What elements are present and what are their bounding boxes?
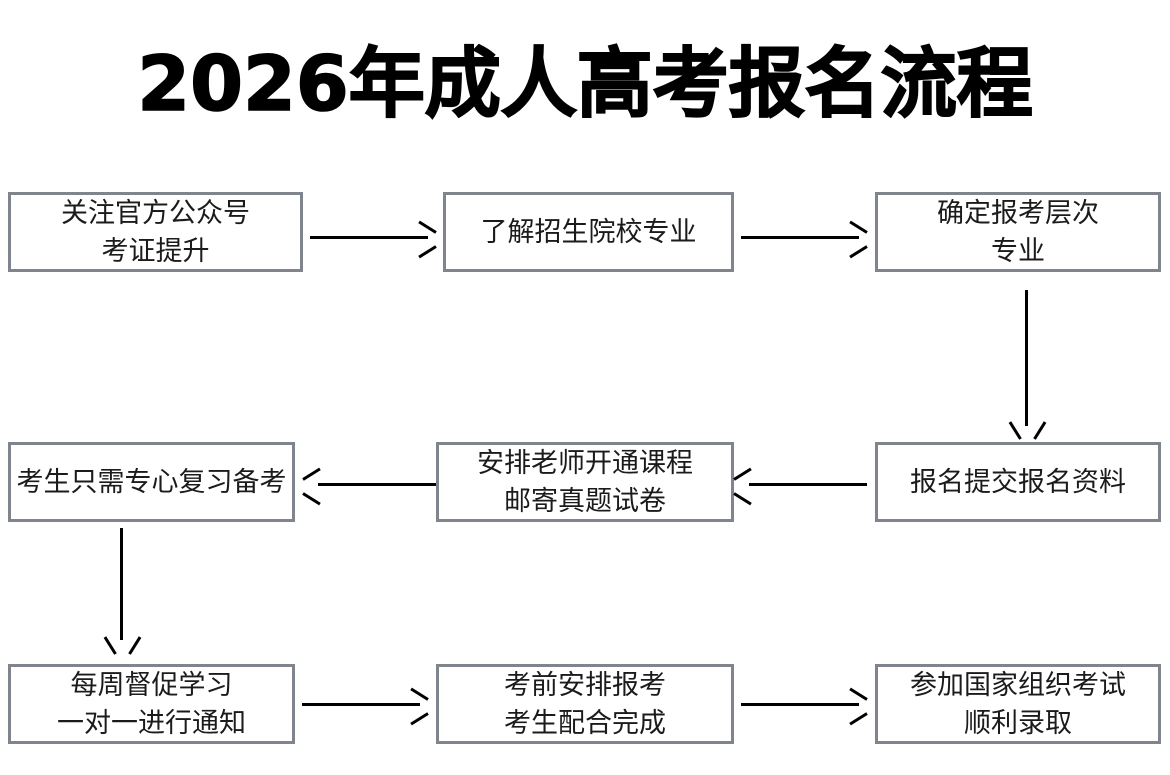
flow-node-focus-on-review[interactable]: 考生只需专心复习备考: [8, 442, 295, 522]
node-line-2: 一对一进行通知: [57, 708, 246, 738]
node-line-2: 顺利录取: [964, 708, 1072, 738]
node-line-2: 考证提升: [101, 236, 210, 266]
connector-n4-n7-line: [120, 528, 123, 640]
node-line-1: 参加国家组织考试: [910, 670, 1126, 700]
node-line-1: 考前安排报考: [504, 670, 666, 700]
connector-n7-n8-line: [302, 703, 420, 706]
flow-node-submit-application[interactable]: 报名提交报名资料: [875, 442, 1161, 522]
connector-n1-n2-line: [310, 236, 428, 239]
flow-node-national-exam-admission[interactable]: 参加国家组织考试 顺利录取: [875, 664, 1161, 744]
node-line-1: 每周督促学习: [70, 670, 233, 700]
connector-n3-n6-line: [1025, 290, 1028, 426]
connector-n8-n9-line: [741, 703, 859, 706]
page-title: 2026年成人高考报名流程: [136, 38, 1033, 129]
node-line-1: 了解招生院校专业: [480, 217, 697, 247]
flow-node-teacher-course-mail-papers[interactable]: 安排老师开通课程 邮寄真题试卷: [436, 442, 734, 522]
node-line-2: 邮寄真题试卷: [504, 486, 666, 516]
connector-n2-n3-line: [741, 236, 859, 239]
node-line-1: 关注官方公众号: [61, 198, 250, 228]
node-line-2: 专业: [991, 236, 1045, 266]
flow-node-confirm-level-major[interactable]: 确定报考层次 专业: [875, 192, 1161, 272]
node-line-1: 确定报考层次: [937, 198, 1099, 228]
node-line-1: 报名提交报名资料: [910, 467, 1126, 497]
flow-node-weekly-supervision[interactable]: 每周督促学习 一对一进行通知: [8, 664, 295, 744]
flow-node-exam-registration-arrangement[interactable]: 考前安排报考 考生配合完成: [436, 664, 734, 744]
connector-n6-n5-line: [749, 483, 867, 486]
connector-n5-n4-line: [318, 483, 436, 486]
flow-node-follow-official-account[interactable]: 关注官方公众号 考证提升: [8, 192, 303, 272]
flow-node-learn-schools-majors[interactable]: 了解招生院校专业: [443, 192, 734, 272]
node-line-1: 考生只需专心复习备考: [16, 467, 287, 497]
node-line-1: 安排老师开通课程: [477, 448, 693, 478]
node-line-2: 考生配合完成: [504, 708, 666, 738]
